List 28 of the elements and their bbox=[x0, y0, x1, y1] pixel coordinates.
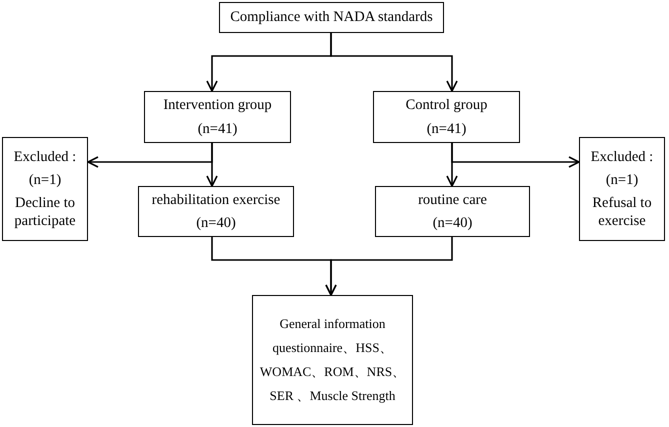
box-label: (n=1) bbox=[606, 170, 638, 189]
box-label: (n=40) bbox=[432, 214, 472, 232]
box-label: rehabilitation exercise bbox=[152, 190, 280, 209]
process-box bbox=[2, 137, 88, 241]
box-label: (n=40) bbox=[196, 214, 236, 232]
box-label: Excluded : bbox=[590, 148, 654, 166]
box-label: (n=1) bbox=[28, 170, 62, 189]
box-label: Decline to participate bbox=[13, 194, 77, 230]
process-box bbox=[252, 295, 413, 425]
box-label: Refusal to exercise bbox=[591, 194, 653, 230]
arrow bbox=[451, 143, 580, 168]
box-label: routine care bbox=[418, 190, 487, 209]
box-label: Intervention group bbox=[163, 96, 272, 114]
process-box bbox=[375, 186, 530, 237]
arrow bbox=[206, 143, 218, 187]
process-box bbox=[373, 91, 520, 143]
arrow bbox=[325, 237, 453, 296]
box-label: General information questionnaire、HSS、WOMAC、ROM、NRS、SER 、Muscle Strength bbox=[258, 314, 406, 406]
process-box bbox=[144, 91, 291, 143]
box-label: Compliance with NADA standards bbox=[230, 8, 433, 27]
box-label: (n=41) bbox=[198, 120, 238, 138]
process-box bbox=[138, 186, 294, 237]
box-label: Control group bbox=[406, 96, 488, 114]
process-box bbox=[579, 137, 665, 241]
arrow bbox=[330, 33, 458, 92]
box-label: Excluded : bbox=[14, 148, 76, 166]
box-label: (n=41) bbox=[426, 120, 466, 138]
process-box bbox=[219, 2, 444, 33]
